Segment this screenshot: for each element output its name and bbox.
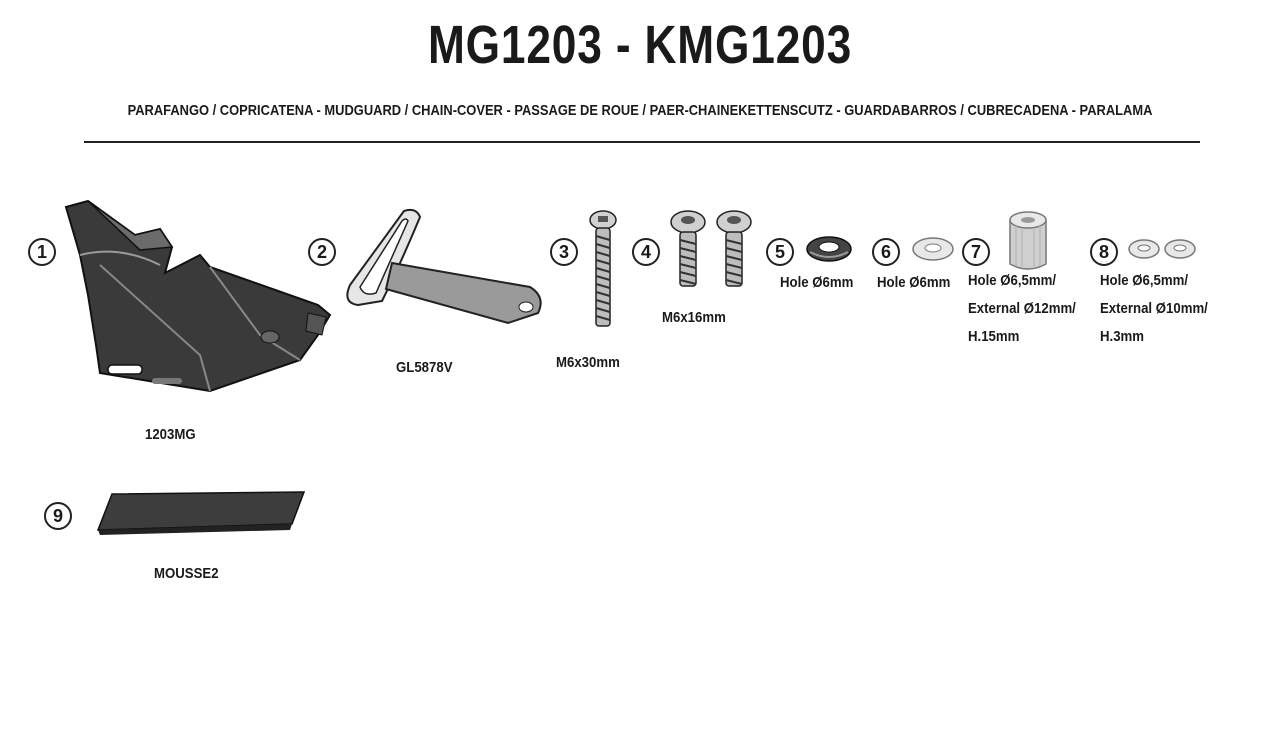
part-number-5: 5 bbox=[766, 238, 794, 266]
part-number-2: 2 bbox=[308, 238, 336, 266]
mudguard-icon bbox=[64, 199, 332, 393]
part-code-2: GL5878V bbox=[396, 359, 453, 376]
part-number-9: 9 bbox=[44, 502, 72, 530]
spacer-icon bbox=[1009, 211, 1047, 270]
part-spec-7-line-2: External Ø12mm/ bbox=[968, 300, 1076, 317]
part-spec-5-line-1: Hole Ø6mm bbox=[780, 274, 854, 291]
foam-pad-icon bbox=[96, 491, 306, 535]
part-spec-7-line-3: H.15mm bbox=[968, 328, 1020, 345]
part-code-9: MOUSSE2 bbox=[154, 565, 219, 582]
part-number-8: 8 bbox=[1090, 238, 1118, 266]
part-number-1: 1 bbox=[28, 238, 56, 266]
part-number-3: 3 bbox=[550, 238, 578, 266]
part-code-3: M6x30mm bbox=[556, 354, 620, 371]
part-code-4: M6x16mm bbox=[662, 309, 726, 326]
bracket-icon bbox=[346, 208, 542, 325]
page-title: MG1203 - KMG1203 bbox=[427, 15, 853, 75]
part-spec-8-line-2: External Ø10mm/ bbox=[1100, 300, 1208, 317]
screw-icon bbox=[670, 210, 752, 287]
washer-icon bbox=[912, 237, 954, 261]
part-code-1: 1203MG bbox=[145, 426, 196, 443]
header-divider bbox=[84, 141, 1200, 143]
part-number-4: 4 bbox=[632, 238, 660, 266]
lock-washer-icon bbox=[806, 236, 852, 262]
part-number-7: 7 bbox=[962, 238, 990, 266]
part-spec-7-line-1: Hole Ø6,5mm/ bbox=[968, 272, 1057, 289]
part-spec-8-line-3: H.3mm bbox=[1100, 328, 1145, 345]
screw-icon bbox=[589, 210, 617, 327]
part-spec-6-line-1: Hole Ø6mm bbox=[877, 274, 951, 291]
part-spec-8-line-1: Hole Ø6,5mm/ bbox=[1100, 272, 1189, 289]
spacer-ring-icon bbox=[1128, 239, 1196, 259]
page-subtitle: PARAFANGO / COPRICATENA - MUDGUARD / CHA… bbox=[127, 102, 1153, 119]
part-number-6: 6 bbox=[872, 238, 900, 266]
